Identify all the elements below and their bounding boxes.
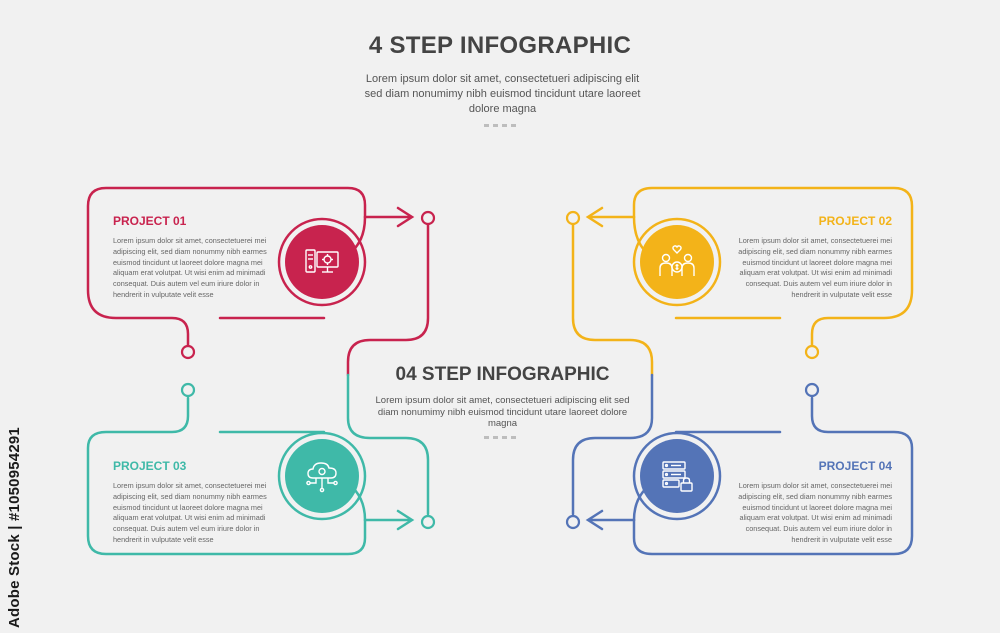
people-heart-dollar-icon	[659, 245, 695, 276]
project-01-arrowhead	[396, 206, 415, 228]
project-04-text: Lorem ipsum dolor sit amet, consectetuer…	[738, 481, 892, 544]
project-02-endpoint	[565, 210, 581, 226]
project-02-text: Lorem ipsum dolor sit amet, consectetuer…	[738, 236, 892, 299]
project-01-text: Lorem ipsum dolor sit amet, consectetuer…	[113, 236, 267, 299]
project-03-endpoint	[420, 514, 436, 530]
project-02-frame	[632, 186, 914, 347]
project-01-icon-circle	[285, 225, 359, 299]
project-04-title: PROJECT 04	[818, 459, 892, 473]
project-04-icon-circle	[640, 439, 714, 513]
project-02-connector	[571, 223, 654, 377]
project-04-icon-ring	[632, 431, 722, 521]
project-03-text: Lorem ipsum dolor sit amet, consectetuer…	[113, 481, 267, 544]
stock-id-label: Adobe Stock | #1050954291	[6, 427, 23, 628]
project-03-title: PROJECT 03	[113, 459, 187, 473]
project-04-arrowhead	[585, 509, 604, 531]
project-01-icon-ring	[277, 217, 367, 307]
server-lock-icon	[662, 461, 693, 492]
center-title: 04 STEP INFOGRAPHIC	[395, 364, 610, 385]
project-01-title: PROJECT 01	[113, 214, 187, 228]
project-02-icon-ring	[632, 217, 722, 307]
project-03-icon-ring	[277, 431, 367, 521]
project-03-connector	[346, 373, 430, 516]
center-subtitle: Lorem ipsum dolor sit amet, consectetuer…	[375, 395, 630, 429]
cloud-network-icon	[306, 462, 338, 493]
project-04-endpoint	[565, 514, 581, 530]
project-02-bottom-endpoint	[804, 344, 820, 360]
project-02-title: PROJECT 02	[818, 214, 892, 228]
header-dots-divider	[484, 124, 516, 127]
project-04-frame	[632, 396, 914, 556]
project-04-top-endpoint	[804, 382, 820, 398]
page-subtitle: Lorem ipsum dolor sit amet, consectetuer…	[364, 73, 641, 115]
computer-monitor-icon	[305, 249, 339, 273]
project-03-arrowhead	[396, 509, 415, 531]
project-03-icon-circle	[285, 439, 359, 513]
project-04-connector	[571, 373, 654, 516]
project-01-endpoint	[420, 210, 436, 226]
project-03-frame	[86, 396, 367, 556]
project-01-bottom-endpoint	[180, 344, 196, 360]
page-title: 4 STEP INFOGRAPHIC	[368, 32, 632, 59]
center-dots-divider	[484, 436, 516, 439]
project-01-frame	[86, 186, 367, 347]
project-02-arrowhead	[585, 206, 604, 228]
project-01-connector	[346, 223, 430, 377]
project-03-top-endpoint	[180, 382, 196, 398]
project-02-icon-circle	[640, 225, 714, 299]
